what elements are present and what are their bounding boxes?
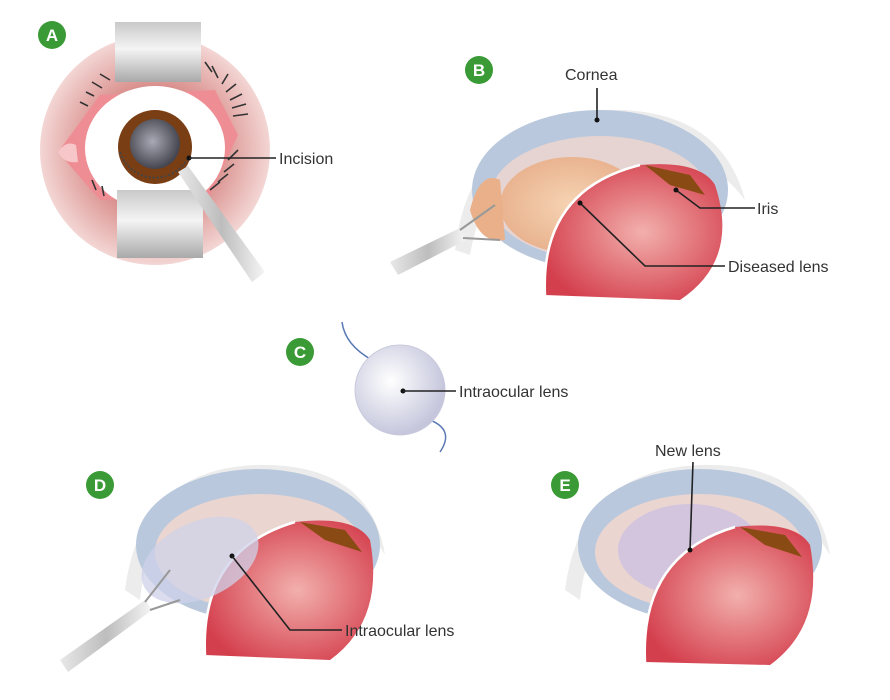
forceps [60,600,152,672]
step-a: A Incision [38,21,333,282]
haptic-bottom [429,419,447,453]
label-new-lens: New lens [655,443,721,460]
badge-label: E [559,476,570,495]
badge-label: A [46,26,58,45]
label-intraocular-lens: Intraocular lens [345,623,454,640]
label-incision: Incision [279,151,333,168]
step-c: C Intraocular lens [286,321,568,453]
step-e: E New lens [551,443,830,665]
eyelashes [79,61,249,197]
label-diseased-lens: Diseased lens [728,259,829,276]
badge-label: D [94,476,106,495]
step-b: B Cornea Iris Diseased lens [390,56,829,300]
tear-duct [58,143,78,163]
label-iris: Iris [757,201,778,218]
iris [645,165,705,195]
speculum-top [115,22,201,82]
iris [300,522,362,552]
step-badge-a [38,21,66,49]
label-intraocular-lens: Intraocular lens [459,384,568,401]
intraocular-lens [354,344,446,436]
cut-section-tissue [644,525,814,665]
pupil [130,119,180,169]
step-badge-c [286,338,314,366]
step-badge-e [551,471,579,499]
haptic-top [341,321,373,361]
badge-label: C [294,343,306,362]
label-cornea: Cornea [565,67,618,84]
intraocular-lens-inserting [141,516,259,604]
badge-label: B [473,61,485,80]
forceps [390,228,466,275]
step-d: D Intraocular lens [60,464,454,672]
speculum-bottom [117,190,203,258]
surgical-knife [178,166,265,282]
step-badge-b [465,56,493,84]
iris [740,527,802,557]
step-badge-d [86,471,114,499]
